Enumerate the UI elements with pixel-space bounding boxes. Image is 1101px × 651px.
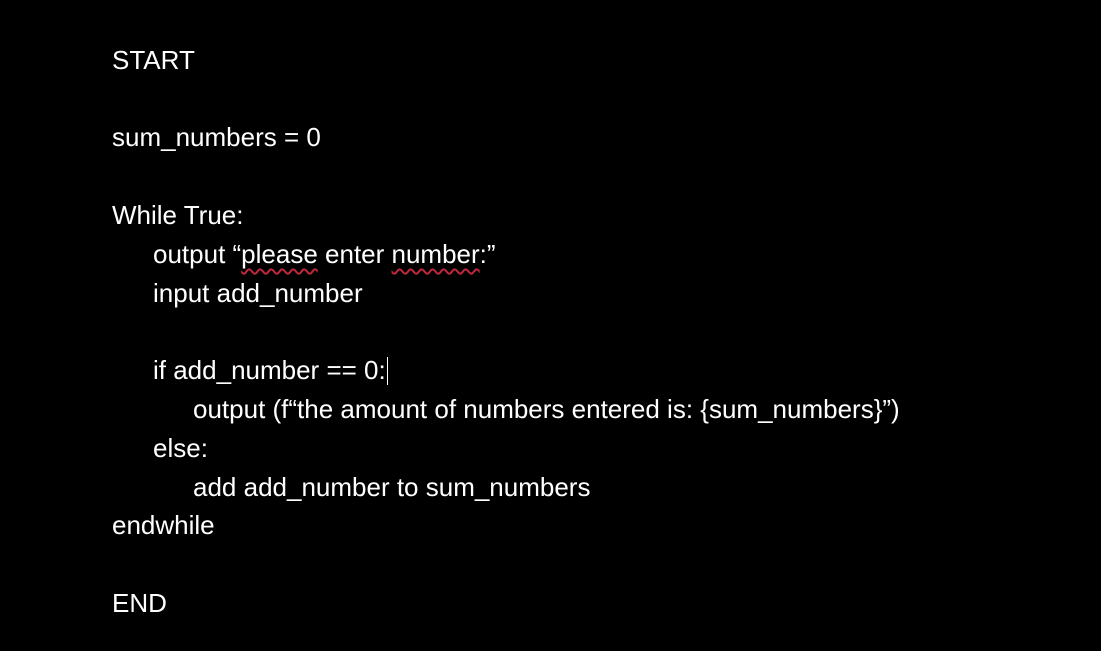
line-endwhile: endwhile	[112, 510, 215, 540]
line-if-wrapper: if add_number == 0:	[153, 357, 388, 387]
line-if-output: output (f“the amount of numbers entered …	[193, 394, 900, 424]
line-start: START	[112, 45, 195, 75]
line-end: END	[112, 588, 167, 618]
line-else: else:	[153, 433, 208, 463]
line-sum-init: sum_numbers = 0	[112, 122, 321, 152]
output-suffix-text: :”	[479, 239, 496, 269]
output-prefix-text: output “	[153, 239, 242, 269]
line-if: if add_number == 0:	[153, 355, 386, 385]
text-cursor	[386, 357, 388, 385]
output-mid-text: enter	[317, 239, 392, 269]
misspelled-word-please[interactable]: please	[241, 239, 318, 269]
misspelled-word-number[interactable]: number	[391, 239, 480, 269]
line-else-body: add add_number to sum_numbers	[193, 472, 591, 502]
line-while: While True:	[112, 200, 244, 230]
line-input: input add_number	[153, 278, 363, 308]
line-output-prompt: output “please enter number:”	[153, 241, 496, 271]
